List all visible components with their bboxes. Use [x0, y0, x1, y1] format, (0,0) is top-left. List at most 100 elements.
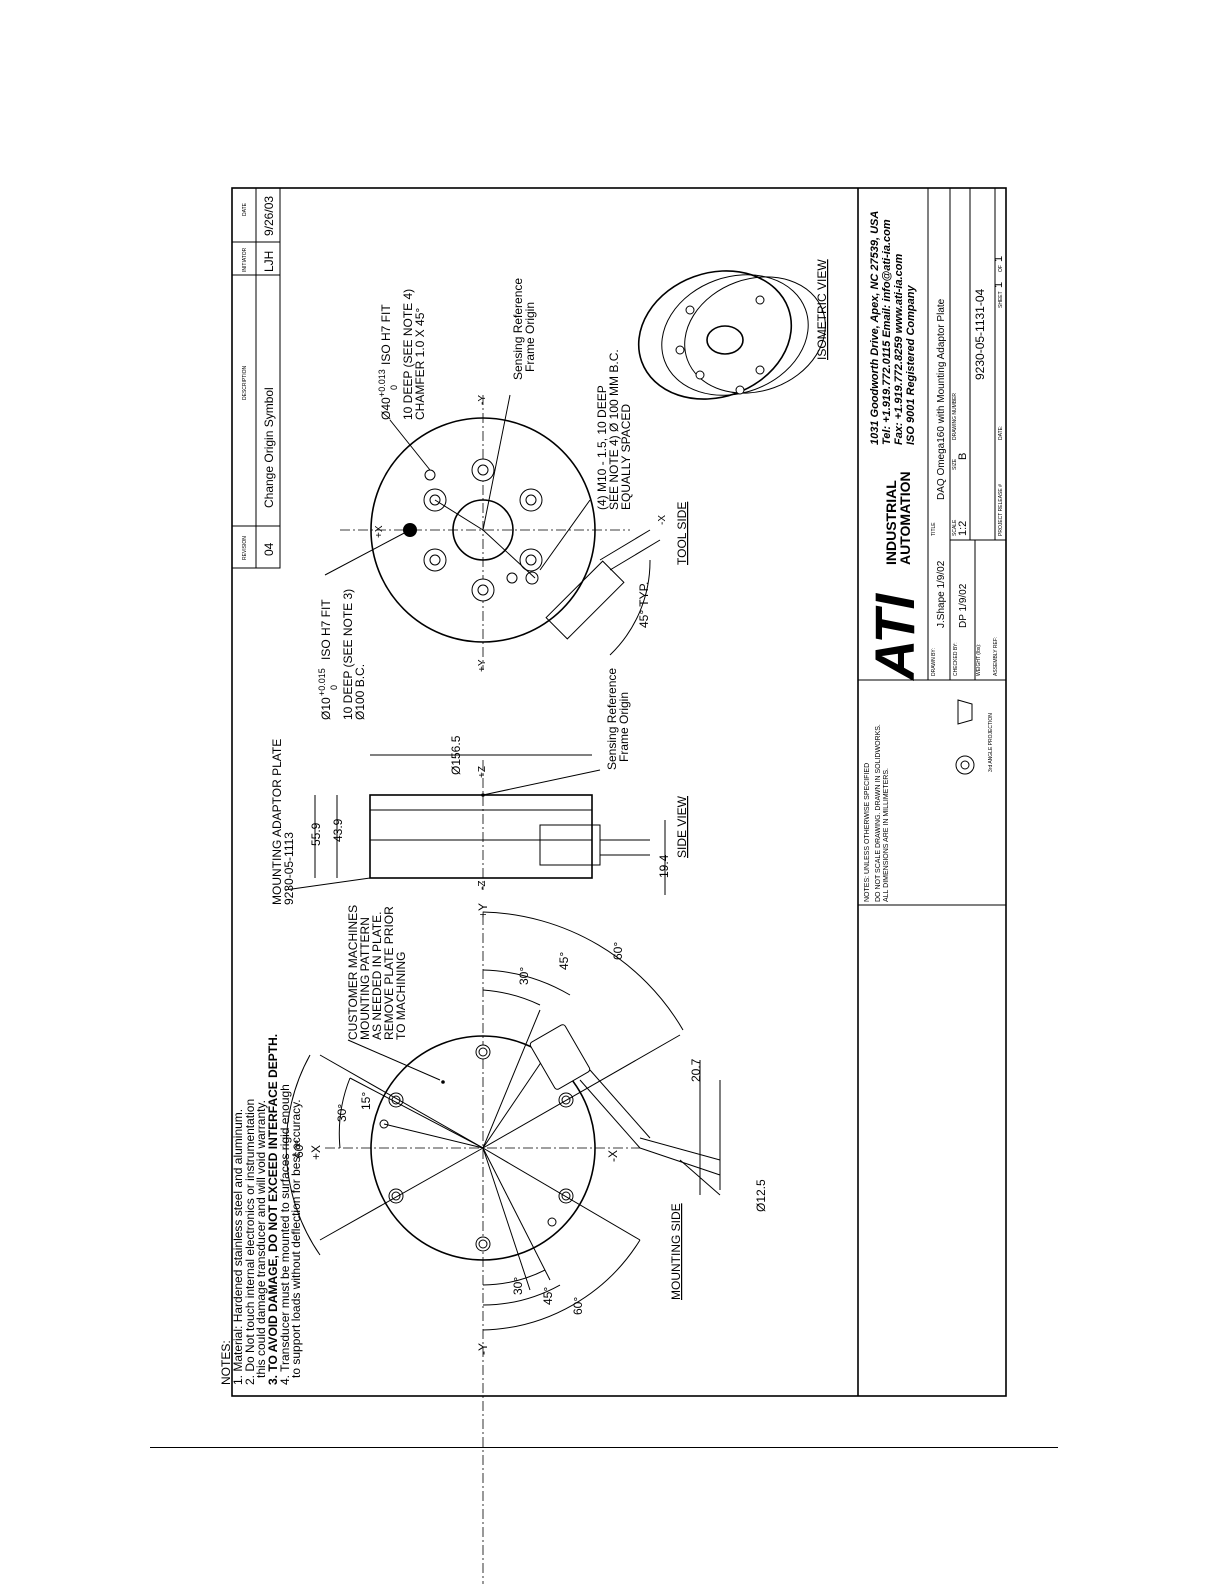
tb-label-weight: WEIGHT (lbs):	[976, 644, 982, 676]
svg-text:SEE NOTE 4) Ø 100 MM B.C.: SEE NOTE 4) Ø 100 MM B.C.	[607, 349, 621, 510]
tool-side-view: +Y -Y +X -X 45° TYP. TOOL SIDE Ø10 +0.01…	[317, 278, 689, 720]
tb-label-size: SIZE	[952, 458, 958, 470]
ms-angle-60-r: 60°	[611, 942, 625, 960]
bolt-hole	[388, 1188, 404, 1204]
ms-axis-nx: -X	[606, 1150, 620, 1162]
ms-axis-ny: -Y	[476, 1343, 490, 1355]
tb-label-date: DATE:	[998, 426, 1004, 440]
ts-axis-px: +X	[374, 525, 385, 538]
svg-text:MOUNTING PATTERN: MOUNTING PATTERN	[358, 917, 372, 1040]
sensor-body-side	[369, 794, 593, 879]
general-notes: NOTES: 1. Material: Hardened stainless s…	[219, 1034, 303, 1385]
ts-callout-m10: (4) M10 - 1.5, 10 DEEP SEE NOTE 4) Ø 100…	[595, 349, 633, 510]
ts-angle: 45° TYP.	[637, 582, 651, 628]
rev-header-description: DESCRIPTION	[242, 365, 248, 400]
sv-axis-pz: +Z	[477, 766, 488, 778]
rev-value-initiator: LJH	[262, 251, 276, 272]
tb-value-checked: DP 1/9/02	[958, 583, 969, 628]
tb-label-drawn: DRAWN BY:	[931, 648, 937, 676]
bolt-hole	[475, 1236, 491, 1252]
rev-header-revision: REVISION	[242, 536, 248, 560]
svg-text:CHAMFER 1.0 X 45°: CHAMFER 1.0 X 45°	[413, 308, 427, 420]
ms-angle-15: 15°	[359, 1092, 373, 1110]
ati-logo: ATI INDUSTRIAL AUTOMATION	[863, 471, 926, 682]
svg-text:Ø100 B.C.: Ø100 B.C.	[353, 664, 367, 720]
tb-tol-note-3: ALL DIMENSIONS ARE IN MILLIMETERS.	[883, 768, 890, 902]
center-mark	[441, 1080, 445, 1084]
tb-label-checked: CHECKED BY:	[953, 642, 959, 676]
sv-dim-43-9: 43.9	[331, 818, 345, 842]
isometric-view: ISOMETRIC VIEW	[637, 259, 829, 400]
svg-text:0: 0	[389, 385, 399, 390]
ts-origin-2: Frame Origin	[523, 302, 537, 372]
bolt-hole	[475, 1044, 491, 1060]
ts-origin-1: Sensing Reference	[511, 278, 525, 380]
ms-axis-px: +X	[309, 1145, 323, 1160]
ts-axis-ny: -Y	[477, 395, 488, 405]
revision-block: REVISION DESCRIPTION INITIATOR DATE 04 C…	[231, 187, 281, 569]
svg-text:EQUALLY SPACED: EQUALLY SPACED	[619, 404, 633, 510]
sv-origin-2: Frame Origin	[617, 692, 631, 762]
sv-view-label: SIDE VIEW	[675, 795, 689, 858]
note-4b: to support loads without deflection for …	[289, 1099, 303, 1378]
rev-header-initiator: INITIATOR	[242, 247, 248, 272]
svg-text:0: 0	[329, 685, 339, 690]
svg-text:Fax: +1.919.772.8259 www.ati: Fax: +1.919.772.8259 www.ati-ia.com	[893, 254, 905, 446]
tb-label-assembly: ASSEMBLY REF:	[993, 637, 999, 676]
ms-angle-30: 30°	[335, 1104, 349, 1122]
svg-text:AS NEEDED IN PLATE.: AS NEEDED IN PLATE.	[370, 912, 384, 1040]
ms-angle-60-b: 60°	[571, 1297, 585, 1315]
rev-value-description: Change Origin Symbol	[262, 387, 276, 508]
tb-projection: 3rd ANGLE PROJECTION	[988, 713, 994, 772]
tb-label-of: OF	[998, 265, 1004, 272]
tb-label-scale: SCALE	[952, 519, 958, 536]
svg-text:REMOVE PLATE PRIOR: REMOVE PLATE PRIOR	[382, 906, 396, 1040]
svg-text:10 DEEP (SEE NOTE 3): 10 DEEP (SEE NOTE 3)	[341, 589, 355, 720]
tb-value-dwg: 9230-05-1131-04	[973, 288, 987, 380]
note-4: 4. Transducer must be mounted to surface…	[278, 1084, 292, 1385]
tb-label-title: TITLE	[931, 522, 937, 536]
svg-text:1031 Goodworth Drive, Apex, NC: 1031 Goodworth Drive, Apex, NC 27539, US…	[869, 211, 881, 445]
ts-callout-10: Ø10 +0.015 0 ISO H7 FIT 10 DEEP (SEE NOT…	[317, 589, 367, 720]
sv-dim-19-4: 19.4	[657, 854, 671, 878]
company-address: 1031 Goodworth Drive, Apex, NC 27539, US…	[869, 211, 917, 445]
note-2: 2. Do Not touch internal electronics or …	[243, 1099, 257, 1385]
rev-header-date: DATE	[242, 202, 248, 216]
svg-text:Ø40: Ø40	[379, 397, 393, 420]
ms-callout: CUSTOMER MACHINES MOUNTING PATTERN AS NE…	[346, 905, 408, 1040]
projection-symbol	[955, 755, 975, 775]
ms-angle-30-r: 30°	[517, 967, 531, 985]
svg-text:CUSTOMER MACHINES: CUSTOMER MACHINES	[346, 905, 360, 1040]
ts-callout-40: Ø40 +0.013 0 ISO H7 FIT 10 DEEP (SEE NOT…	[377, 289, 427, 420]
ms-angle-60-top: 60°	[292, 1140, 306, 1158]
bolt-hole	[558, 1188, 574, 1204]
ms-angle-45-b: 45°	[541, 1287, 555, 1305]
tb-value-scale: 1:2	[957, 521, 969, 536]
svg-text:AUTOMATION: AUTOMATION	[897, 471, 913, 565]
svg-text:ISO 9001 Registered Company: ISO 9001 Registered Company	[905, 285, 917, 445]
sv-dim-156-5: Ø156.5	[449, 735, 463, 775]
tb-value-sheet-of: 1	[993, 256, 1005, 262]
ms-dim-12-5: Ø12.5	[754, 1179, 768, 1212]
notes-title: NOTES:	[219, 1340, 233, 1385]
svg-text:+0.015: +0.015	[317, 668, 327, 696]
ts-axis-py: +Y	[477, 659, 488, 672]
svg-text:INDUSTRIAL: INDUSTRIAL	[883, 480, 899, 565]
title-block: NOTES: UNLESS OTHERWISE SPECIFIED DO NOT…	[857, 188, 1007, 1396]
dowel-hole	[547, 1217, 557, 1227]
mounting-side-view: 60° +X 30° 15° -X -Y +Y 30° 45° 60° 30° …	[285, 903, 768, 1584]
tb-label-sheet: SHEET	[998, 291, 1004, 308]
note-3: 3. TO AVOID DAMAGE, DO NOT EXCEED INTERF…	[266, 1034, 280, 1385]
sv-adaptor-pn: 9230-05-1113	[282, 832, 296, 905]
side-view: MOUNTING ADAPTOR PLATE 9230-05-1113 55.9…	[270, 668, 689, 905]
sv-origin-1: Sensing Reference	[605, 668, 619, 770]
svg-text:TO MACHINING: TO MACHINING	[394, 952, 408, 1040]
rev-value-revision: 04	[262, 542, 276, 556]
page-footer-rule	[150, 1447, 1058, 1448]
svg-text:10 DEEP (SEE NOTE 4): 10 DEEP (SEE NOTE 4)	[401, 289, 415, 420]
svg-text:ISO H7 FIT: ISO H7 FIT	[379, 304, 393, 365]
ms-angle-30-b: 30°	[511, 1277, 525, 1295]
ms-axis-py: +Y	[476, 903, 490, 918]
svg-text:ISO H7 FIT: ISO H7 FIT	[319, 599, 333, 660]
iso-view-label: ISOMETRIC VIEW	[815, 259, 829, 360]
